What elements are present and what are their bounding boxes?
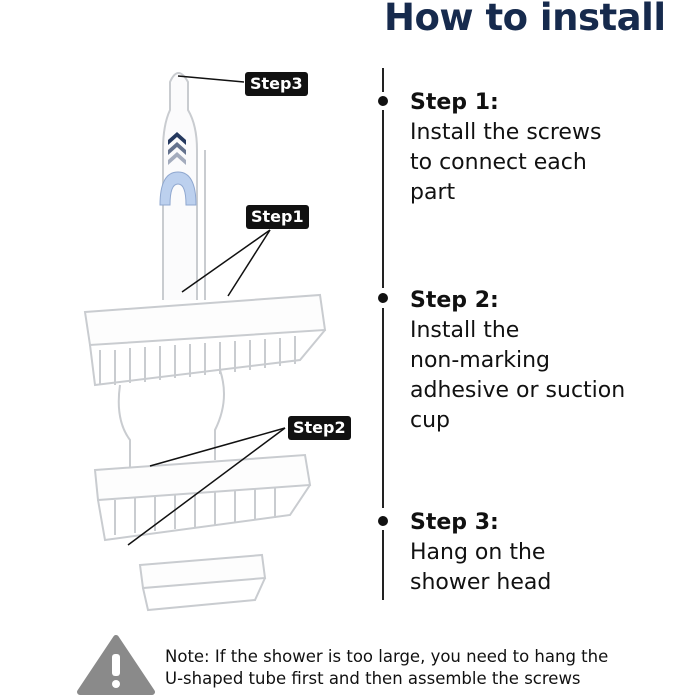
note-line: U-shaped tube first and then assemble th… <box>165 669 581 688</box>
timeline-dot <box>378 96 388 106</box>
step-text: Install the screws <box>410 120 602 145</box>
callout-step3: Step3 <box>245 72 308 96</box>
suction-cup-icon <box>159 171 197 206</box>
step-text: shower head <box>410 570 552 595</box>
step-text: adhesive or suction <box>410 378 626 403</box>
step-text: to connect each <box>410 150 587 175</box>
callout-step2: Step2 <box>288 416 351 440</box>
note-line: Note: If the shower is too large, you ne… <box>165 647 609 666</box>
page-title: How to install <box>384 0 666 39</box>
step-heading: Step 3: <box>410 510 499 535</box>
timeline-dot <box>378 293 388 303</box>
step-heading: Step 2: <box>410 288 499 313</box>
step-text: non-marking <box>410 348 551 373</box>
timeline-line <box>382 110 384 288</box>
step-1: Step 1: Install the screws to connect ea… <box>410 88 700 208</box>
step-heading: Step 1: <box>410 90 499 115</box>
step-3: Step 3: Hang on the shower head <box>410 508 700 598</box>
note-text: Note: If the shower is too large, you ne… <box>165 646 608 690</box>
callout-step1: Step1 <box>246 205 309 229</box>
timeline-line <box>382 530 384 600</box>
timeline-line <box>382 68 384 92</box>
step-text: cup <box>410 408 451 433</box>
step-text: Hang on the <box>410 540 546 565</box>
timeline-dot <box>378 516 388 526</box>
step-text: part <box>410 180 456 205</box>
timeline-line <box>382 308 384 508</box>
step-2: Step 2: Install the non-marking adhesive… <box>410 286 700 436</box>
step-text: Install the <box>410 318 520 343</box>
chevron-icon <box>168 132 186 165</box>
